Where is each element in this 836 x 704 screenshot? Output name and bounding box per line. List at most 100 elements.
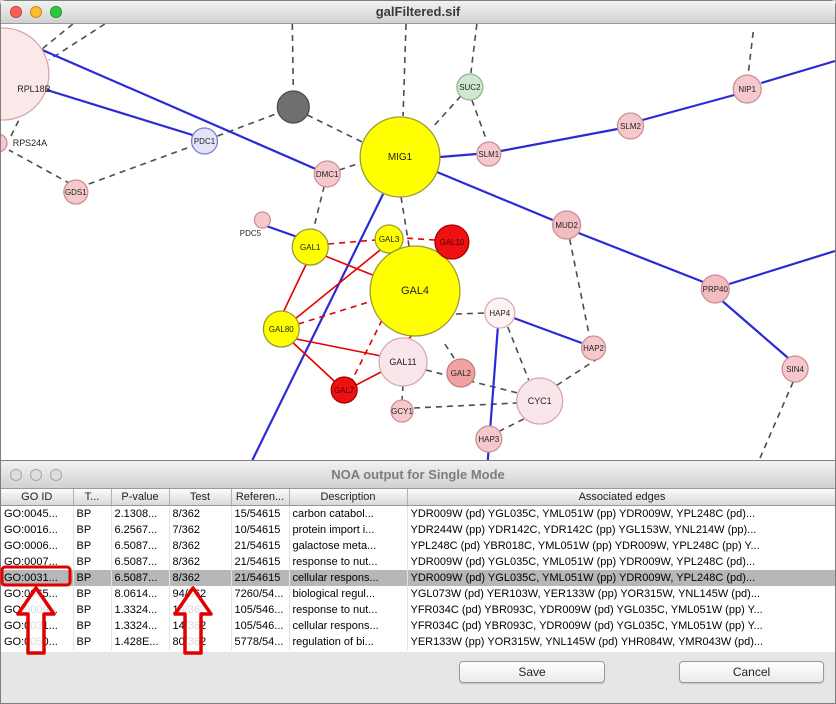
column-header-associated-edges[interactable]: Associated edges — [407, 489, 835, 506]
edge-gray-dashed[interactable] — [338, 161, 364, 171]
node-gal10[interactable] — [434, 224, 470, 260]
node-nip1[interactable] — [732, 74, 762, 104]
edge-gray-dashed[interactable] — [217, 112, 279, 137]
edge-red-solid[interactable] — [282, 263, 307, 313]
node-suc2[interactable] — [456, 73, 484, 101]
column-header-referen[interactable]: Referen... — [231, 489, 290, 506]
minimize-button[interactable] — [30, 6, 42, 18]
node-pdc1[interactable] — [190, 127, 219, 155]
edge-gray-dashed[interactable] — [8, 149, 72, 185]
node-hap4[interactable] — [484, 297, 516, 329]
node-gal4[interactable] — [369, 245, 461, 337]
edge-blue-solid[interactable] — [721, 300, 789, 359]
node-hap3[interactable] — [475, 425, 503, 453]
node-gds1[interactable] — [63, 179, 89, 205]
edge-red-solid[interactable] — [296, 338, 382, 357]
column-header-t[interactable]: T... — [73, 489, 112, 506]
node-pdc5[interactable] — [253, 211, 272, 229]
edge-blue-solid[interactable] — [439, 152, 477, 159]
node-dmc1[interactable] — [313, 160, 341, 188]
close-button[interactable] — [10, 469, 22, 481]
edge-blue-solid[interactable] — [513, 316, 582, 345]
node-cyc1[interactable] — [516, 377, 564, 425]
edge-blue-solid[interactable] — [436, 170, 554, 222]
edge-red-dashed[interactable] — [298, 300, 373, 325]
noa-window-titlebar[interactable]: NOA output for Single Mode — [1, 461, 835, 489]
node-rps24a[interactable] — [1, 133, 8, 153]
edge-red-dashed[interactable] — [403, 237, 436, 241]
edge-gray-dashed[interactable] — [499, 418, 525, 432]
edge-blue-solid[interactable] — [728, 249, 835, 286]
edge-gray-dashed[interactable] — [401, 384, 404, 401]
edge-blue-solid[interactable] — [642, 93, 735, 122]
node-gal1[interactable] — [291, 228, 329, 266]
edge-gray-dashed[interactable] — [413, 402, 517, 409]
edge-red-solid[interactable] — [355, 371, 382, 386]
node-sin4[interactable] — [781, 355, 809, 383]
edge-gray-dashed[interactable] — [88, 145, 193, 185]
node-prp40[interactable] — [700, 274, 730, 304]
close-button[interactable] — [10, 6, 22, 18]
node-gcy1[interactable] — [390, 399, 414, 423]
save-button[interactable]: Save — [459, 661, 605, 683]
node-unlabeled[interactable] — [276, 90, 310, 124]
node-rpl18b[interactable] — [1, 27, 50, 121]
column-header-description[interactable]: Description — [289, 489, 408, 506]
edge-red-solid[interactable] — [295, 249, 381, 319]
edge-gray-dashed[interactable] — [555, 357, 600, 387]
cancel-button[interactable]: Cancel — [679, 661, 824, 683]
edge-blue-solid[interactable] — [578, 231, 704, 284]
node-gal2[interactable] — [446, 358, 476, 388]
node-gal3[interactable] — [374, 224, 404, 254]
edge-red-solid[interactable] — [292, 342, 335, 382]
edge-gray-dashed[interactable] — [507, 326, 530, 381]
edge-gray-dashed[interactable] — [402, 24, 407, 117]
node-slm2[interactable] — [616, 112, 645, 140]
edge-blue-solid[interactable] — [1, 30, 328, 176]
column-header-go-id[interactable]: GO ID — [1, 489, 74, 506]
node-hap2[interactable] — [580, 335, 607, 361]
edge-gray-dashed[interactable] — [568, 238, 591, 338]
column-header-p-value[interactable]: P-value — [111, 489, 170, 506]
edge-gray-dashed[interactable] — [758, 381, 794, 460]
edge-blue-solid[interactable] — [265, 224, 301, 240]
node-gal11[interactable] — [378, 337, 428, 387]
edge-gray-dashed[interactable] — [444, 343, 457, 362]
edge-gray-dashed[interactable] — [471, 99, 488, 142]
edge-gray-dashed[interactable] — [312, 185, 325, 231]
edge-red-dashed[interactable] — [328, 239, 376, 245]
node-gal7[interactable] — [330, 376, 358, 404]
minimize-button[interactable] — [30, 469, 42, 481]
node-mig1[interactable] — [359, 116, 441, 198]
node-slm1[interactable] — [476, 141, 502, 167]
edge-gray-dashed[interactable] — [431, 95, 462, 129]
node-mud2[interactable] — [552, 210, 582, 240]
edge-gray-dashed[interactable] — [48, 24, 106, 61]
edge-gray-dashed[interactable] — [400, 196, 410, 247]
edge-gray-dashed[interactable] — [35, 24, 74, 55]
node-gal80[interactable] — [262, 310, 300, 348]
network-canvas[interactable]: RPL18BRPS24AGDS1PDC1DMC1MIG1SUC2SLM1SLM2… — [1, 24, 835, 460]
edge-blue-solid[interactable] — [251, 193, 385, 460]
edge-blue-solid[interactable] — [760, 59, 835, 85]
edge-red-solid[interactable] — [324, 255, 376, 277]
edge-gray-dashed[interactable] — [470, 24, 478, 74]
edge-gray-dashed[interactable] — [747, 31, 754, 75]
network-window-titlebar[interactable]: galFiltered.sif — [1, 1, 835, 24]
column-header-test[interactable]: Test — [169, 489, 232, 506]
edge-blue-solid[interactable] — [500, 127, 618, 153]
edge-blue-solid[interactable] — [46, 88, 193, 137]
edge-red-dashed[interactable] — [351, 319, 383, 381]
zoom-button[interactable] — [50, 6, 62, 18]
edge-gray-dashed[interactable] — [306, 114, 365, 144]
edge-gray-dashed[interactable] — [455, 312, 485, 315]
zoom-button[interactable] — [50, 469, 62, 481]
